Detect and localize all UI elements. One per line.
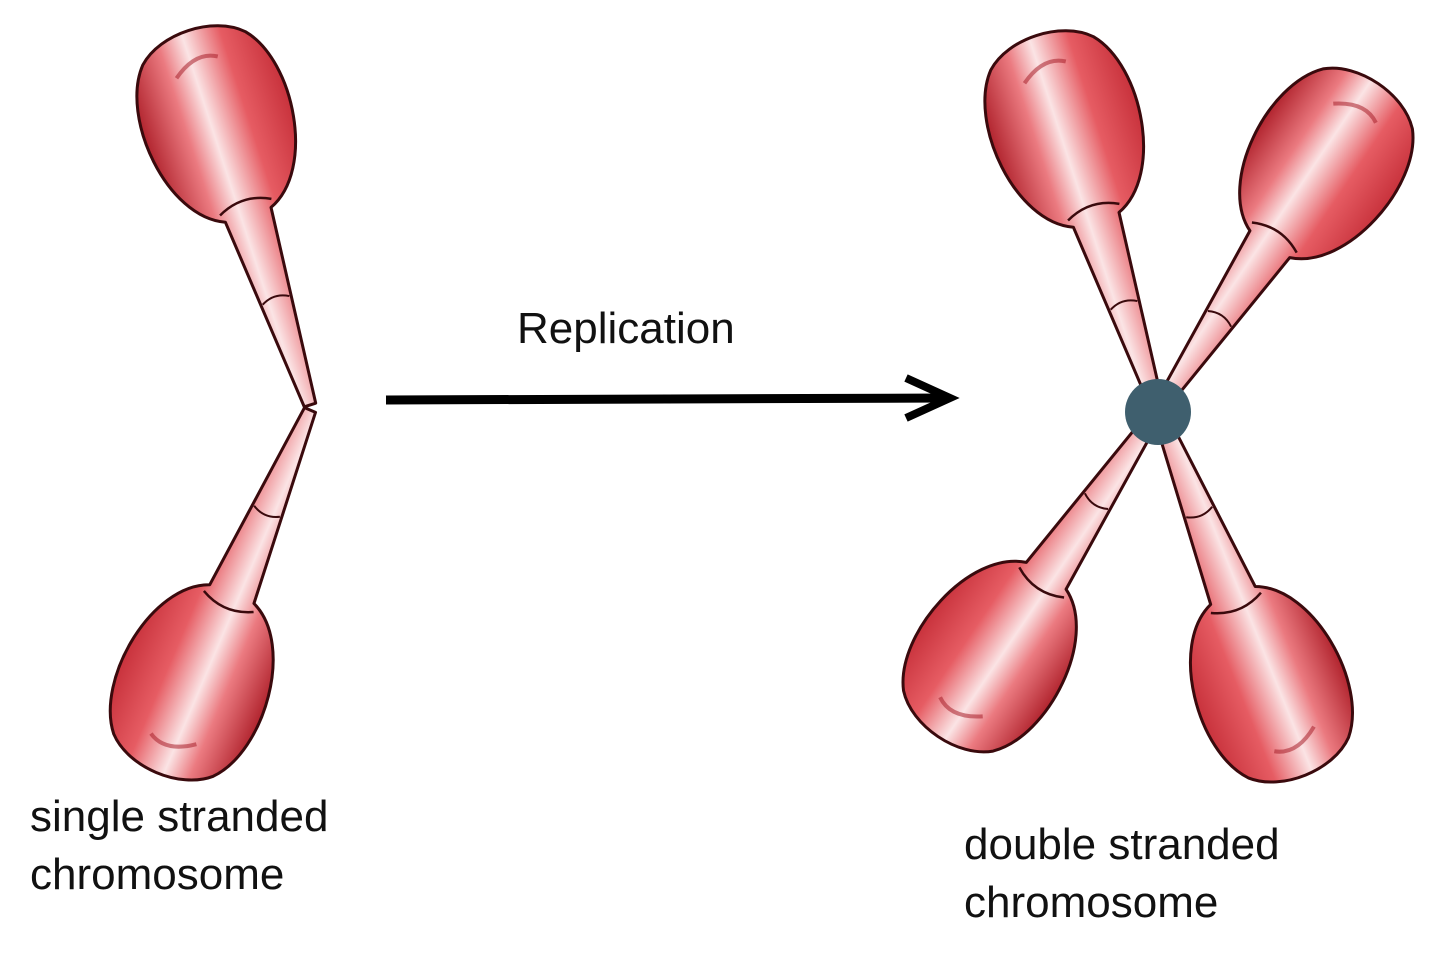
double-stranded-label-line2: chromosome	[964, 878, 1219, 927]
right-arrow-icon	[385, 374, 960, 422]
double-stranded-label-line1: double stranded	[964, 820, 1280, 869]
replication-label: Replication	[517, 300, 735, 358]
centromere-dot-icon	[1125, 379, 1191, 445]
single-stranded-label: single stranded chromosome	[30, 788, 328, 904]
single-stranded-label-line2: chromosome	[30, 850, 285, 899]
chromosome-arm-upper	[114, 5, 384, 431]
double-stranded-chromosome	[873, 10, 1440, 806]
double-stranded-label: double stranded chromosome	[964, 816, 1280, 932]
single-stranded-chromosome	[87, 5, 384, 802]
chromosome-arm-lower	[87, 381, 380, 802]
single-stranded-label-line1: single stranded	[30, 792, 329, 841]
replication-label-text: Replication	[517, 304, 735, 353]
